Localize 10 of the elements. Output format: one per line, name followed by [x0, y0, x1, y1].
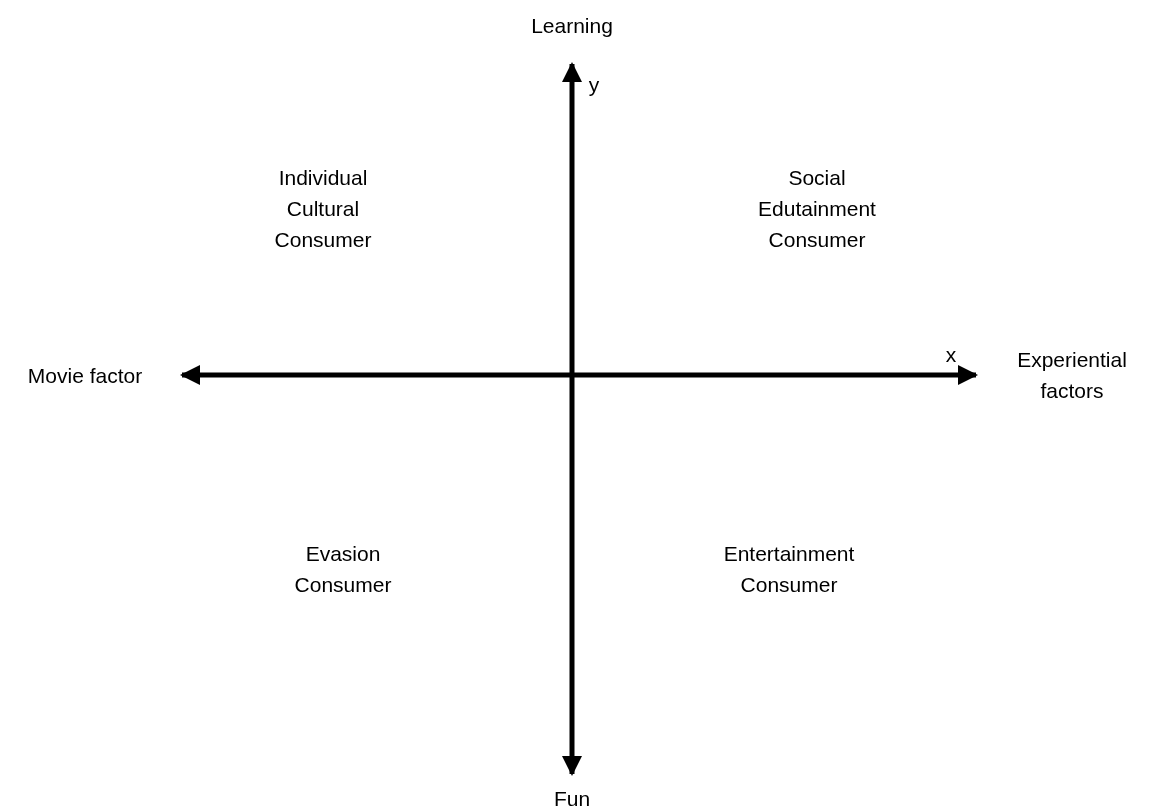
- quadrant-label: Entertainment Consumer: [722, 541, 856, 598]
- axis-label: Fun: [553, 785, 591, 809]
- axis-label: Experiential factors: [1016, 347, 1128, 404]
- axis-label: Movie factor: [27, 362, 143, 389]
- axis-label: Learning: [531, 12, 613, 39]
- axis-letter: x: [945, 341, 957, 368]
- quadrant-label: Evasion Consumer: [293, 541, 393, 598]
- quadrant-label: Individual Cultural Consumer: [273, 164, 373, 253]
- quadrant-label: Social Edutainment Consumer: [757, 164, 877, 253]
- axis-letter: y: [588, 71, 600, 98]
